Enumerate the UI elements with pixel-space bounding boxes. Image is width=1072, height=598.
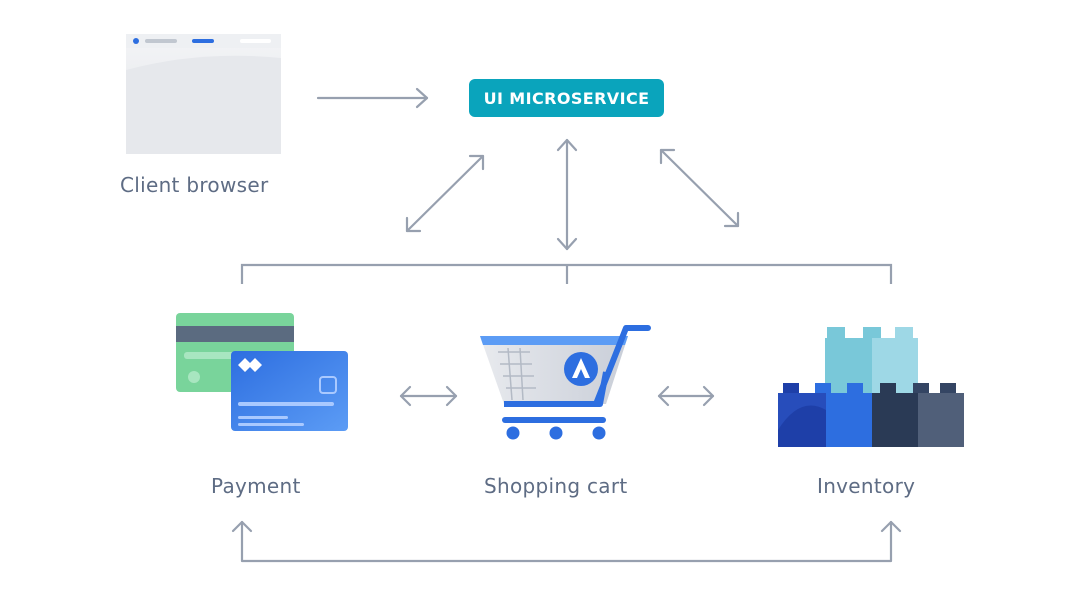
inventory-label: Inventory bbox=[817, 474, 916, 498]
arrow-payment-inventory bbox=[231, 520, 902, 563]
arrow-payment-cart bbox=[399, 385, 458, 407]
arrow-ui-inventory bbox=[659, 148, 740, 228]
arrow-ui-payment bbox=[405, 154, 485, 233]
arrow-browser-to-ui bbox=[316, 87, 429, 109]
shopping-cart-label: Shopping cart bbox=[484, 474, 628, 498]
browser-window-icon bbox=[126, 34, 281, 154]
building-blocks-icon bbox=[778, 327, 964, 447]
ui-microservice-node: UI MICROSERVICE bbox=[469, 79, 664, 117]
client-browser-label: Client browser bbox=[120, 173, 269, 197]
service-bracket bbox=[240, 263, 893, 284]
credit-cards-icon bbox=[176, 313, 348, 431]
shopping-cart-icon bbox=[480, 325, 651, 440]
payment-label: Payment bbox=[211, 474, 301, 498]
arrow-cart-inventory bbox=[657, 385, 715, 407]
arrow-ui-cart bbox=[556, 138, 578, 251]
